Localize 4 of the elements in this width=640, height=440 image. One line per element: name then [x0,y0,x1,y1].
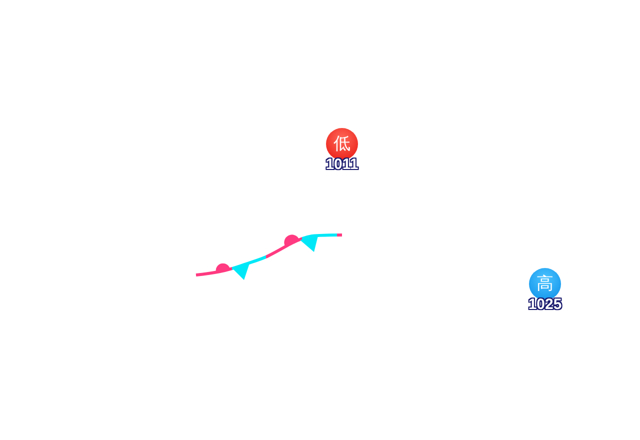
pressure-value: 1025 [528,297,562,312]
pressure-symbol: 高 [536,276,554,292]
pressure-symbol: 低 [334,136,350,152]
pressure-value: 1011 [326,157,358,172]
